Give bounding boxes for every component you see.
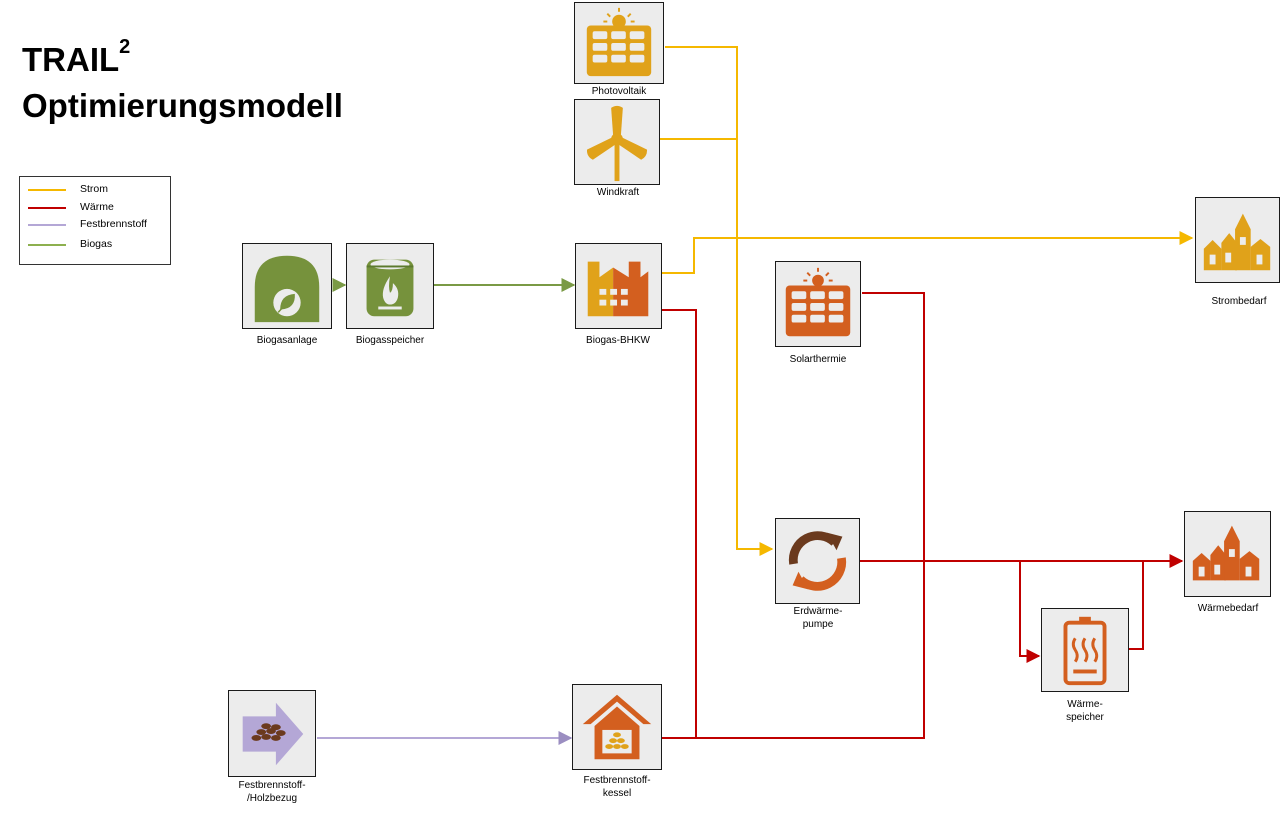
label-waermespeicher-1: Wärme-	[1067, 699, 1103, 710]
label-photovoltaik: Photovoltaik	[591, 86, 647, 97]
legend-swatch-festbrennstoff	[28, 224, 66, 226]
node-solarthermie[interactable]	[775, 261, 861, 347]
node-waermebedarf[interactable]	[1184, 511, 1271, 597]
label-holzbezug-2: /Holzbezug	[246, 793, 298, 804]
node-biogas-bhkw[interactable]	[575, 243, 662, 329]
flow-waerme-bhkw	[662, 309, 697, 738]
label-biogas-bhkw: Biogas-BHKW	[586, 335, 650, 346]
label-solarthermie: Solarthermie	[789, 354, 847, 365]
solar-panel-icon	[586, 7, 652, 77]
title-superscript: 2	[119, 36, 131, 58]
label-windkraft: Windkraft	[596, 187, 640, 198]
label-erdwaermepumpe-1: Erdwärme-	[793, 606, 843, 617]
title-subtitle: Optimierungsmodell	[22, 87, 343, 124]
flow-strom-bhkw	[662, 231, 1194, 274]
legend-swatch-strom	[28, 189, 66, 191]
label-holzbezug-1: Festbrennstoff-	[238, 780, 306, 791]
heat-pump-cycle-icon	[788, 531, 847, 591]
solar-thermal-icon	[785, 267, 851, 337]
node-biogasanlage[interactable]	[242, 243, 332, 329]
legend: Strom Wärme Festbrennstoff Biogas	[19, 176, 171, 265]
node-erdwaermepumpe[interactable]	[775, 518, 860, 604]
label-erdwaermepumpe-2: pumpe	[802, 619, 834, 630]
label-waermespeicher-2: speicher	[1066, 712, 1104, 723]
label-festbrennstoffkessel-2: kessel	[602, 788, 632, 799]
village-icon	[1192, 525, 1260, 581]
label-biogasspeicher: Biogasspeicher	[355, 335, 425, 346]
legend-label-waerme: Wärme	[80, 201, 114, 213]
node-biogasspeicher[interactable]	[346, 243, 434, 329]
arrow-pellets-icon	[242, 702, 304, 766]
legend-label-strom: Strom	[80, 183, 109, 195]
legend-swatch-biogas	[28, 244, 66, 246]
wind-turbine-icon	[586, 105, 648, 182]
label-festbrennstoffkessel-1: Festbrennstoff-	[583, 775, 651, 786]
gas-tank-icon	[366, 259, 414, 317]
legend-swatch-waerme	[28, 207, 66, 209]
title-text: TRAIL	[22, 41, 120, 78]
label-strombedarf: Strombedarf	[1211, 296, 1267, 307]
node-holzbezug[interactable]	[228, 690, 316, 777]
node-strombedarf[interactable]	[1195, 197, 1280, 283]
factory-icon	[587, 261, 649, 317]
flow-waerme-speicher-in	[1019, 561, 1041, 663]
label-waermebedarf: Wärmebedarf	[1197, 603, 1259, 614]
node-festbrennstoffkessel[interactable]	[572, 684, 662, 770]
legend-label-biogas: Biogas	[80, 238, 113, 250]
legend-label-festbrennstoff: Festbrennstoff	[80, 218, 147, 230]
node-waermespeicher[interactable]	[1041, 608, 1129, 692]
node-photovoltaik[interactable]	[574, 2, 664, 84]
flow-waerme-kessel	[662, 292, 925, 739]
label-biogasanlage: Biogasanlage	[256, 335, 318, 346]
boiler-house-icon	[582, 694, 652, 760]
biogas-plant-icon	[254, 255, 320, 323]
village-icon	[1203, 213, 1271, 271]
heat-storage-icon	[1063, 616, 1107, 686]
flow-strom-pv	[665, 46, 774, 556]
diagram-title: TRAIL2 Optimierungsmodell	[22, 30, 343, 129]
flow-waerme-speicher-out	[1129, 561, 1144, 650]
node-windkraft[interactable]	[574, 99, 660, 185]
